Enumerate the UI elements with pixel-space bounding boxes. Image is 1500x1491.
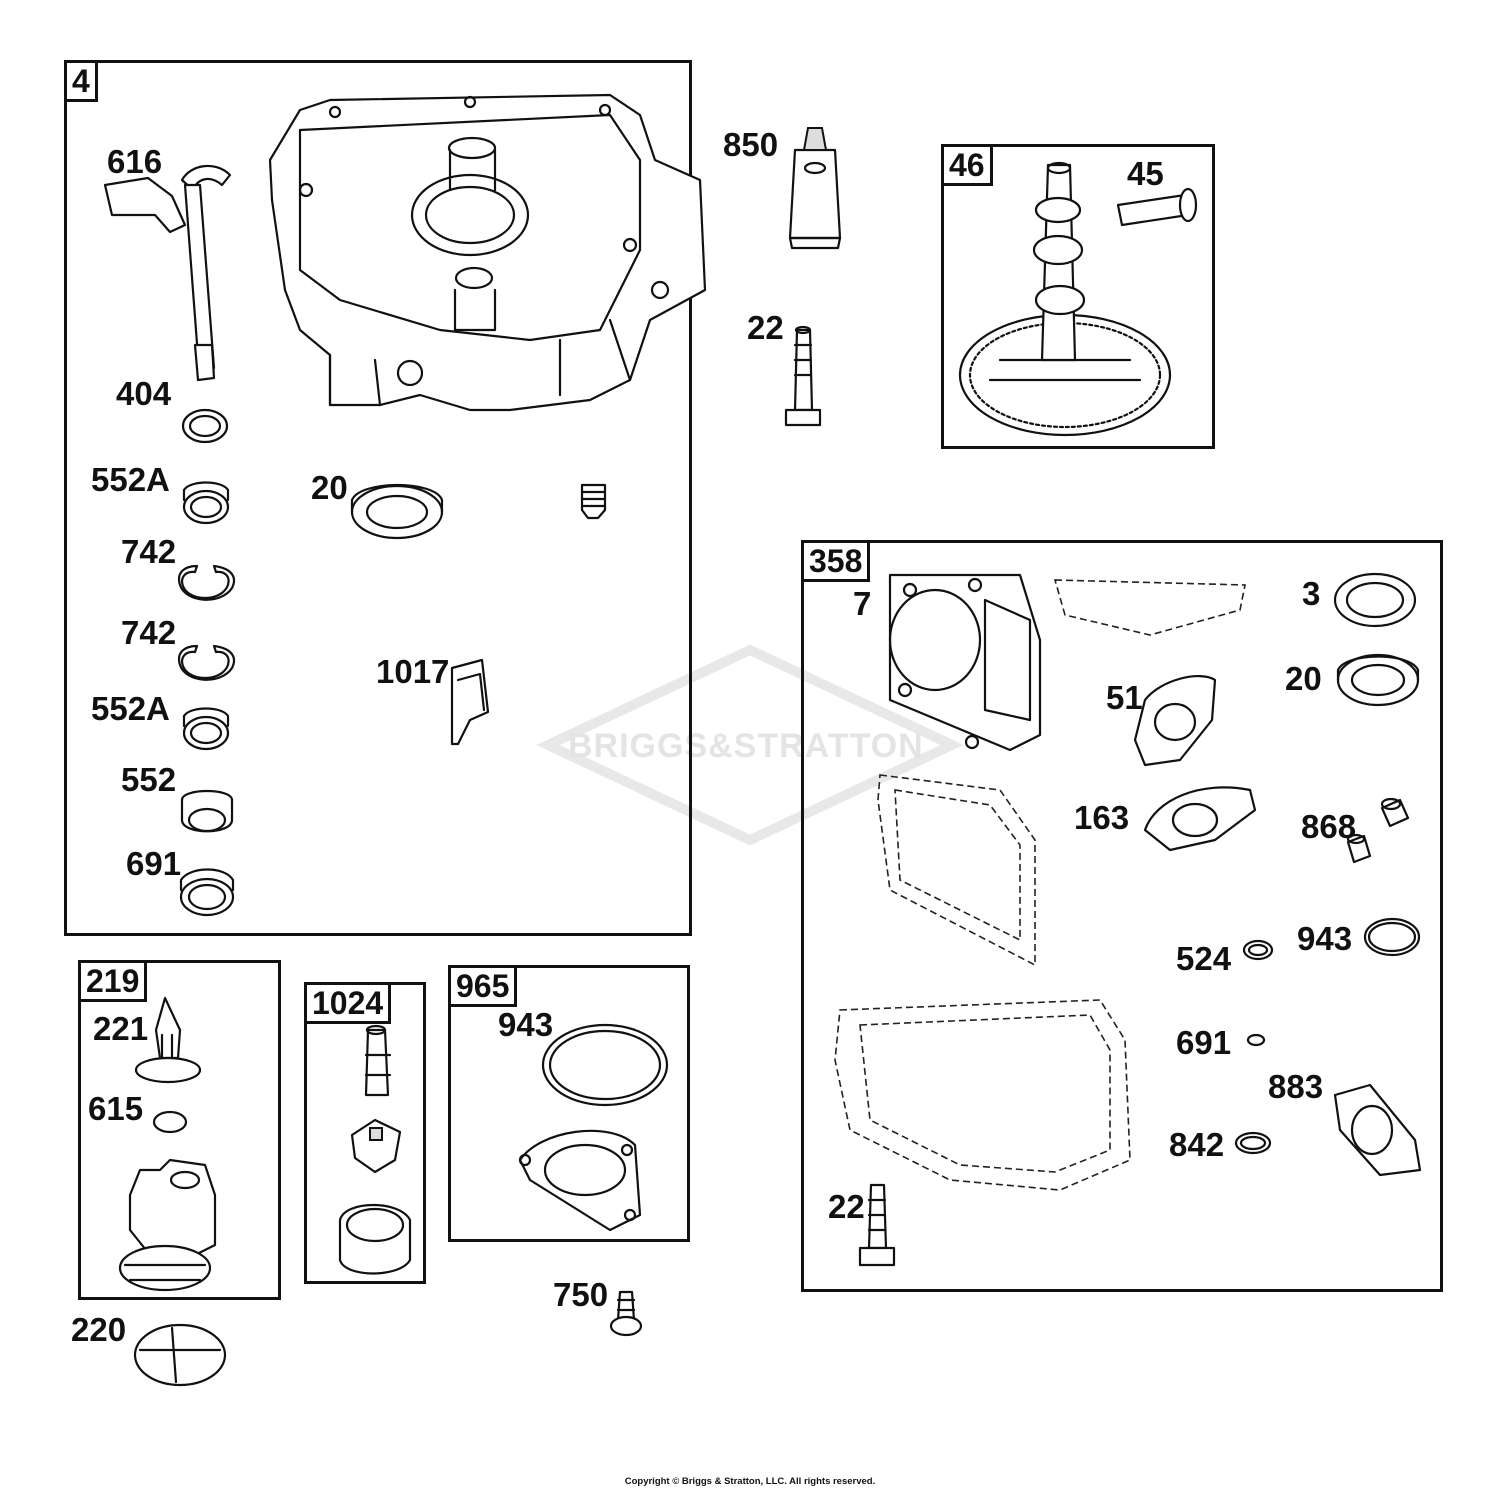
callout-883: 883: [1268, 1068, 1324, 1105]
callout-943-a: 943: [498, 1006, 554, 1043]
seal-3: [1333, 572, 1417, 628]
bearing-20-b: [1336, 653, 1420, 707]
ring-842: [1234, 1131, 1272, 1155]
gasket-163: [1143, 786, 1257, 852]
callout-51: 51: [1106, 679, 1143, 716]
screw-750: [609, 1290, 643, 1337]
clip-615: [152, 1110, 188, 1134]
bolt-22-a: [784, 325, 822, 427]
callout-22-a: 22: [747, 309, 784, 346]
crankcase-gasket: [834, 999, 1131, 1191]
head-gasket-7: [888, 573, 1042, 752]
plug-fitting: [580, 483, 607, 520]
inner-rotor: [350, 1118, 402, 1174]
governor-cup-221: [134, 996, 202, 1084]
bushing-552: [180, 790, 234, 833]
group-frame-219: 219: [78, 960, 281, 1300]
dowels-868: [1346, 797, 1410, 864]
callout-691-b: 691: [1176, 1024, 1232, 1061]
governor-gear-assembly: [118, 1158, 217, 1292]
group-tag-1024: 1024: [307, 985, 392, 1024]
washer-404: [181, 408, 229, 444]
callout-616: 616: [107, 143, 163, 180]
e-clip-742-1: [177, 564, 236, 601]
group-frame-1024: 1024: [304, 982, 426, 1284]
o-ring-943-b: [1363, 917, 1421, 957]
copyright-notice: Copyright © Briggs & Stratton, LLC. All …: [624, 1476, 876, 1487]
gear-220: [133, 1323, 227, 1387]
callout-404: 404: [116, 375, 172, 412]
bolt-22-b: [858, 1183, 896, 1267]
callout-943-b: 943: [1297, 920, 1353, 957]
callout-868: 868: [1301, 808, 1357, 845]
seal-691-a: [179, 868, 235, 917]
callout-163: 163: [1074, 799, 1130, 836]
e-clip-742-2: [177, 644, 236, 681]
watermark-text: BRIGGS&STRATTON: [568, 727, 924, 765]
camshaft-drawing: [958, 161, 1172, 437]
group-frame-965: 965: [448, 965, 690, 1242]
governor-shaft-drawing: [103, 164, 232, 382]
crankcase-cover-drawing: [268, 93, 707, 412]
group-tag-358: 358: [804, 543, 871, 582]
callout-615: 615: [88, 1090, 144, 1127]
callout-691-a: 691: [126, 845, 182, 882]
ring-524: [1242, 939, 1274, 961]
group-frame-46: 46: [941, 144, 1215, 449]
bushing-552a-2: [182, 707, 230, 751]
breather-gasket: [1053, 579, 1246, 636]
callout-1017: 1017: [376, 653, 450, 690]
bushing-552a-1: [182, 481, 230, 525]
sealant-tube-850: [788, 127, 842, 250]
callout-842: 842: [1169, 1126, 1225, 1163]
callout-3: 3: [1302, 575, 1321, 612]
callout-7: 7: [853, 585, 872, 622]
callout-22-b: 22: [828, 1188, 865, 1225]
callout-220: 220: [71, 1311, 127, 1348]
group-tag-219: 219: [81, 963, 148, 1002]
pin-45: [1116, 187, 1198, 227]
callout-20-a: 20: [311, 469, 348, 506]
callout-20-b: 20: [1285, 660, 1322, 697]
callout-552: 552: [121, 761, 177, 798]
callout-742-2: 742: [121, 614, 177, 651]
shaft-1024: [364, 1024, 392, 1097]
gasket-51: [1133, 675, 1217, 767]
group-frame-4: 4: [64, 60, 692, 936]
callout-524: 524: [1176, 940, 1232, 977]
group-tag-46: 46: [944, 147, 993, 186]
group-tag-4: 4: [67, 63, 98, 102]
callout-221: 221: [93, 1010, 149, 1047]
group-frame-358: 358: [801, 540, 1443, 1292]
callout-45: 45: [1127, 155, 1164, 192]
bracket-1017: [450, 658, 490, 746]
callout-750: 750: [553, 1276, 609, 1313]
pump-cover: [518, 1129, 642, 1232]
valve-cover-gasket: [877, 774, 1036, 967]
callout-552a-1: 552A: [91, 461, 170, 498]
ring-691-b: [1246, 1033, 1266, 1047]
group-tag-965: 965: [451, 968, 518, 1007]
flange-883: [1333, 1083, 1422, 1177]
callout-742-1: 742: [121, 533, 177, 570]
bearing-20-a: [350, 484, 444, 540]
callout-552a-2: 552A: [91, 690, 170, 727]
callout-850: 850: [723, 126, 779, 163]
outer-rotor: [338, 1203, 412, 1275]
o-ring-943-a: [541, 1023, 669, 1107]
